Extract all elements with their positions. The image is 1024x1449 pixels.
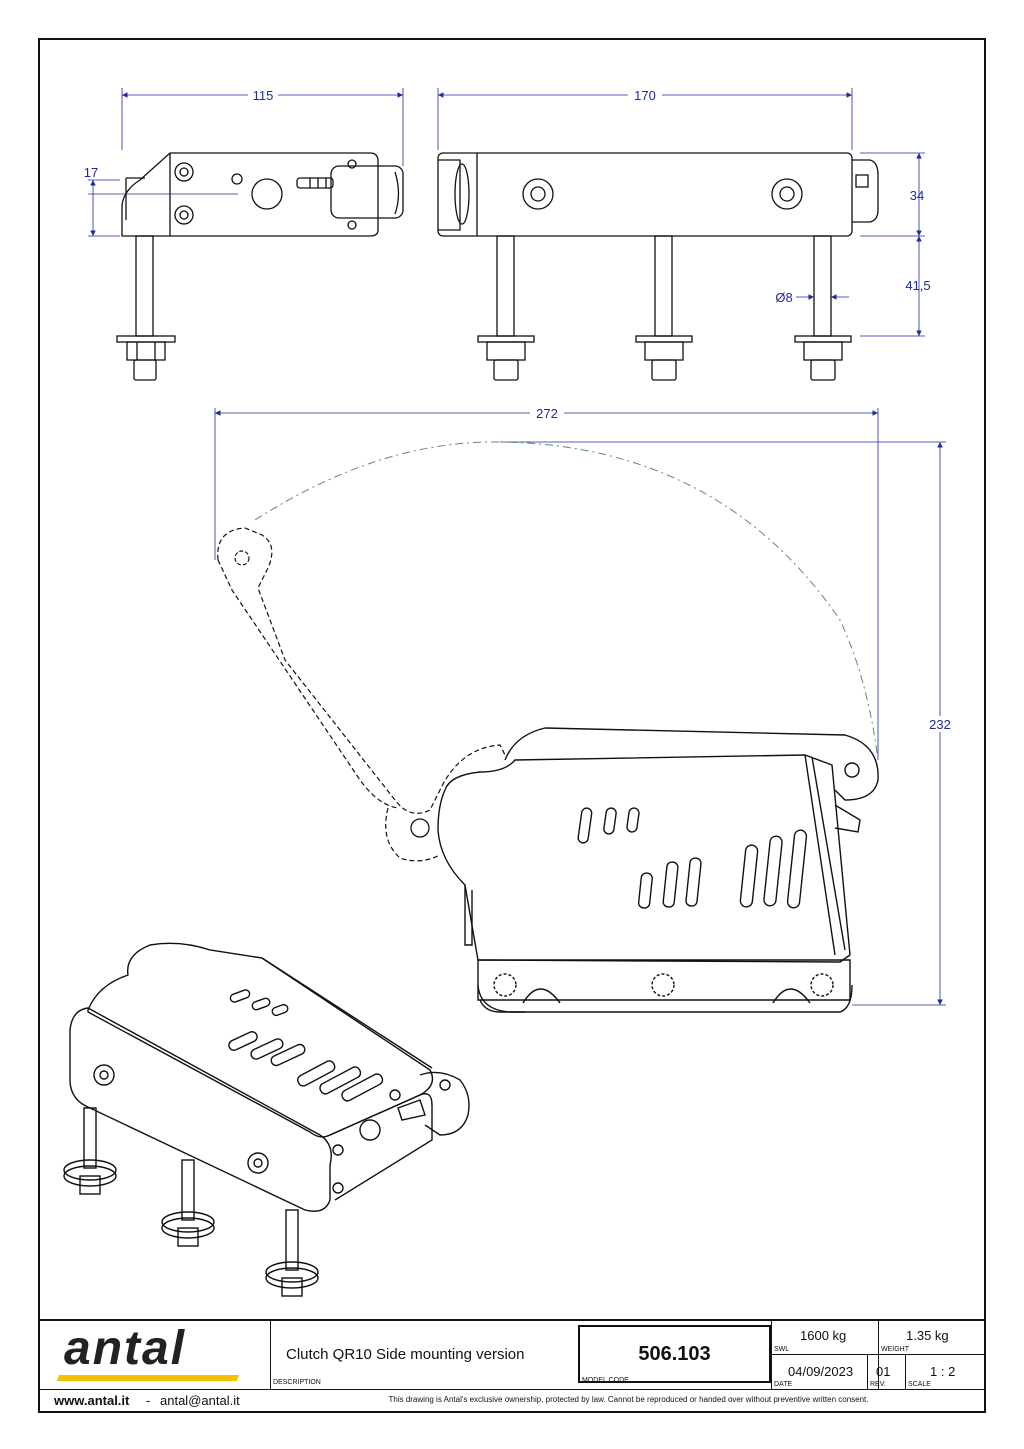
date-value: 04/09/2023 (788, 1364, 854, 1379)
brand-logo: antal (64, 1322, 187, 1375)
model-code-value: 506.103 (638, 1343, 711, 1365)
swl-value: 1600 kg (800, 1328, 847, 1343)
website-link[interactable]: www.antal.it (54, 1393, 130, 1408)
open-position-view: 272 232 (214, 405, 958, 1013)
top-view (88, 152, 404, 381)
scale-value: 1 : 2 (930, 1364, 956, 1379)
weight-label: WEIGHT (881, 1346, 909, 1353)
swl-label: SWL (774, 1346, 790, 1353)
brand-underline (56, 1375, 240, 1381)
date-label: DATE (774, 1381, 793, 1388)
rev-value: 01 (876, 1364, 891, 1379)
dim-body-height: 34 (910, 188, 924, 203)
isometric-view (63, 942, 470, 1297)
scale-label: SCALE (908, 1381, 931, 1388)
model-code-label: MODEL CODE (582, 1377, 629, 1384)
ownership-disclaimer: This drawing is Antal's exclusive owners… (388, 1395, 869, 1404)
dim-stud-length: 41,5 (905, 278, 930, 293)
dim-stud-diameter: Ø8 (775, 290, 792, 305)
weight-value: 1.35 kg (906, 1328, 949, 1343)
description-label: DESCRIPTION (273, 1379, 321, 1386)
sheet-border (38, 38, 986, 1413)
contact-separator: - (146, 1393, 151, 1408)
side-view (437, 152, 879, 381)
dim-top-offset: 17 (84, 165, 98, 180)
dim-top-width: 115 (253, 88, 274, 103)
description-value: Clutch QR10 Side mounting version (286, 1346, 525, 1363)
dimension-labels: 115 170 17 34 41,5 Ø8 (84, 87, 931, 305)
email-link[interactable]: antal@antal.it (160, 1393, 240, 1408)
dim-arc-height: 232 (929, 717, 951, 732)
dimension-lines (88, 88, 925, 337)
rev-label: REV. (870, 1381, 886, 1388)
title-block: antal www.antal.it - antal@antal.it Clut… (40, 1319, 985, 1412)
dim-arc-width: 272 (536, 406, 558, 421)
dim-side-width: 170 (634, 88, 656, 103)
